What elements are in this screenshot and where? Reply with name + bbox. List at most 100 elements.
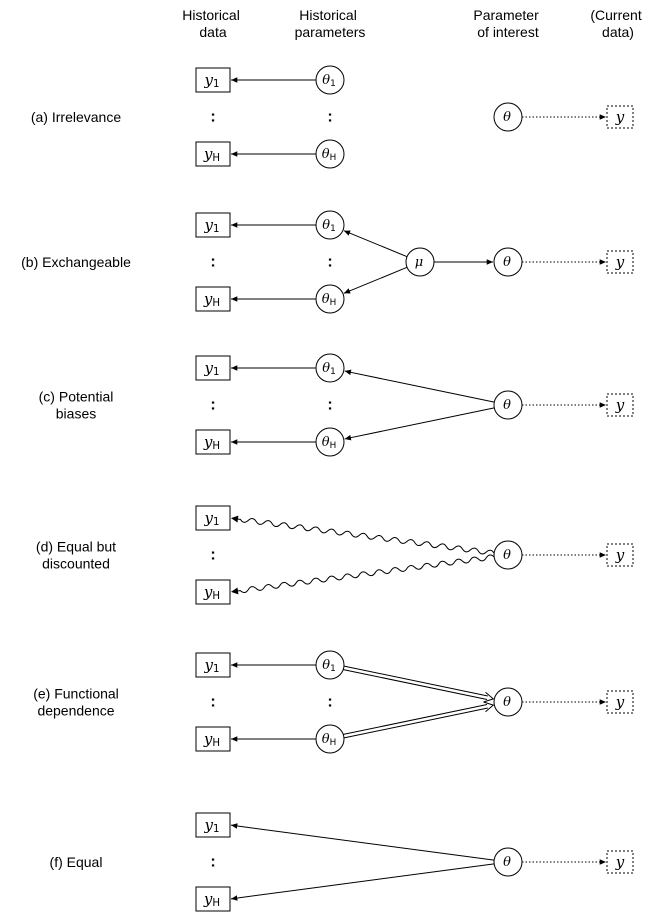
row-b-arrow-mu-thetaH	[343, 266, 408, 294]
row-a-yH-box	[195, 141, 231, 167]
row-e-yH-label-subscript: H	[212, 738, 220, 749]
row-e-y1-label-base: y	[204, 656, 214, 674]
row-a-label-line1: (a) Irrelevance	[31, 109, 121, 125]
row-b-theta1-label-subscript: 1	[330, 224, 336, 234]
row-b-arrow-mu-theta1	[343, 230, 408, 258]
row-c-param-ellipsis: :	[327, 397, 332, 414]
row-c-theta1: θ1	[315, 353, 345, 383]
row-d-y1-box	[195, 505, 231, 531]
row-c-theta-label: θ	[503, 398, 511, 413]
row-b-data-ellipsis: :	[210, 254, 215, 271]
row-f-theta: θ	[493, 847, 523, 877]
row-f-yH-label-subscript: H	[212, 898, 220, 909]
row-c-theta1-label-subscript: 1	[330, 367, 336, 377]
header-current-data-line1: (Current	[590, 7, 641, 23]
row-e-thetaH: θH	[315, 724, 345, 754]
row-e-yH: yH	[195, 726, 231, 752]
row-a-yH-label: yH	[203, 145, 220, 164]
row-e-label-line1: (e) Functional	[33, 686, 119, 702]
row-a-theta1: θ1	[315, 65, 345, 95]
row-a-y1: y1	[195, 67, 231, 93]
row-b-thetaH: θH	[315, 284, 345, 314]
row-f-theta-label-base: θ	[503, 855, 511, 870]
row-f-y1-label-subscript: 1	[213, 824, 219, 835]
row-b-yH-label: yH	[203, 290, 220, 309]
header-historical-parameters: Historical parameters	[295, 7, 366, 40]
row-b-yH: yH	[195, 286, 231, 312]
row-c-label-line1: (c) Potential	[39, 389, 114, 405]
row-c-thetaH: θH	[315, 427, 345, 457]
row-f-current-y-label-base: y	[615, 853, 625, 871]
row-f-arrow-theta-yH	[230, 863, 495, 901]
row-c-current-y-box	[606, 393, 634, 417]
row-d-wavy-theta-y1	[237, 518, 495, 555]
row-b-thetaH-label-base: θ	[322, 292, 330, 307]
row-e-current-y-label: y	[615, 693, 625, 711]
row-c-arrow-theta-theta1	[344, 369, 495, 403]
row-b-y1-label-base: y	[204, 216, 214, 234]
row-c-label-line2: biases	[56, 406, 96, 422]
row-c-theta1-label: θ1	[322, 361, 335, 378]
row-d-y1-label: y1	[204, 509, 220, 528]
row-e-data-ellipsis: :	[210, 694, 215, 711]
row-e-double-thetaH-theta-rail-a	[343, 707, 488, 739]
row-e-label-line2: dependence	[37, 703, 114, 719]
row-e-thetaH-label-subscript: H	[330, 738, 337, 748]
row-b-y1-label: y1	[204, 216, 220, 235]
row-b-y1-box	[195, 212, 231, 238]
row-b-label-line1: (b) Exchangeable	[21, 254, 131, 270]
row-c-data-ellipsis: :	[210, 397, 215, 414]
row-e-double-thetaH-theta-rail-b	[343, 704, 488, 735]
header-parameter-of-interest-line1: Parameter	[473, 7, 539, 23]
row-e-double-thetaH-theta-head	[483, 701, 495, 713]
row-e-y1: y1	[195, 652, 231, 678]
row-e-current-y-box	[606, 690, 634, 714]
row-a-y1-label: y1	[204, 71, 220, 90]
row-a-y1-label-base: y	[204, 71, 214, 89]
row-b-current-y-label-base: y	[615, 253, 625, 271]
row-a-data-ellipsis: :	[210, 109, 215, 126]
row-a-theta-label: θ	[503, 110, 511, 125]
row-a-current-y-label-base: y	[615, 108, 625, 126]
row-e-yH-label: yH	[203, 730, 220, 749]
row-f-y1-box	[195, 812, 231, 838]
row-f-label-line1: (f) Equal	[50, 854, 103, 870]
row-b-theta-label-base: θ	[503, 255, 511, 270]
row-a-label: (a) Irrelevance	[31, 109, 121, 125]
row-b-mu-label: μ	[415, 255, 423, 270]
row-b-mu: μ	[405, 247, 435, 277]
row-c-yH-label-subscript: H	[212, 441, 220, 452]
row-f-arrow-theta-y1	[230, 823, 495, 861]
row-b-yH-box	[195, 286, 231, 312]
row-c-yH: yH	[195, 429, 231, 455]
row-c-thetaH-label-base: θ	[322, 435, 330, 450]
row-a-theta: θ	[493, 102, 523, 132]
row-a-current-y: y	[606, 105, 634, 129]
row-f-y1: y1	[195, 812, 231, 838]
row-d-wavy-theta-yH-head	[231, 587, 239, 595]
row-c-yH-label: yH	[203, 433, 220, 452]
row-d-theta-label: θ	[503, 548, 511, 563]
row-d-y1-label-base: y	[204, 509, 214, 527]
row-f-yH-label: yH	[203, 890, 220, 909]
row-b-current-y-box	[606, 250, 634, 274]
row-f-yH: yH	[195, 886, 231, 912]
row-c-y1-label-subscript: 1	[213, 367, 219, 378]
row-e-theta1: θ1	[315, 650, 345, 680]
row-b-theta: θ	[493, 247, 523, 277]
row-b-thetaH-label: θH	[322, 292, 336, 309]
row-b-thetaH-label-subscript: H	[330, 298, 337, 308]
header-parameter-of-interest-line2: of interest	[477, 24, 539, 40]
row-e-thetaH-label-base: θ	[322, 732, 330, 747]
row-a-yH-label-base: y	[203, 145, 213, 163]
row-c-current-y-label: y	[615, 396, 625, 414]
row-c-y1-label: y1	[204, 359, 220, 378]
row-e-y1-label: y1	[204, 656, 220, 675]
row-f-yH-label-base: y	[203, 890, 213, 908]
